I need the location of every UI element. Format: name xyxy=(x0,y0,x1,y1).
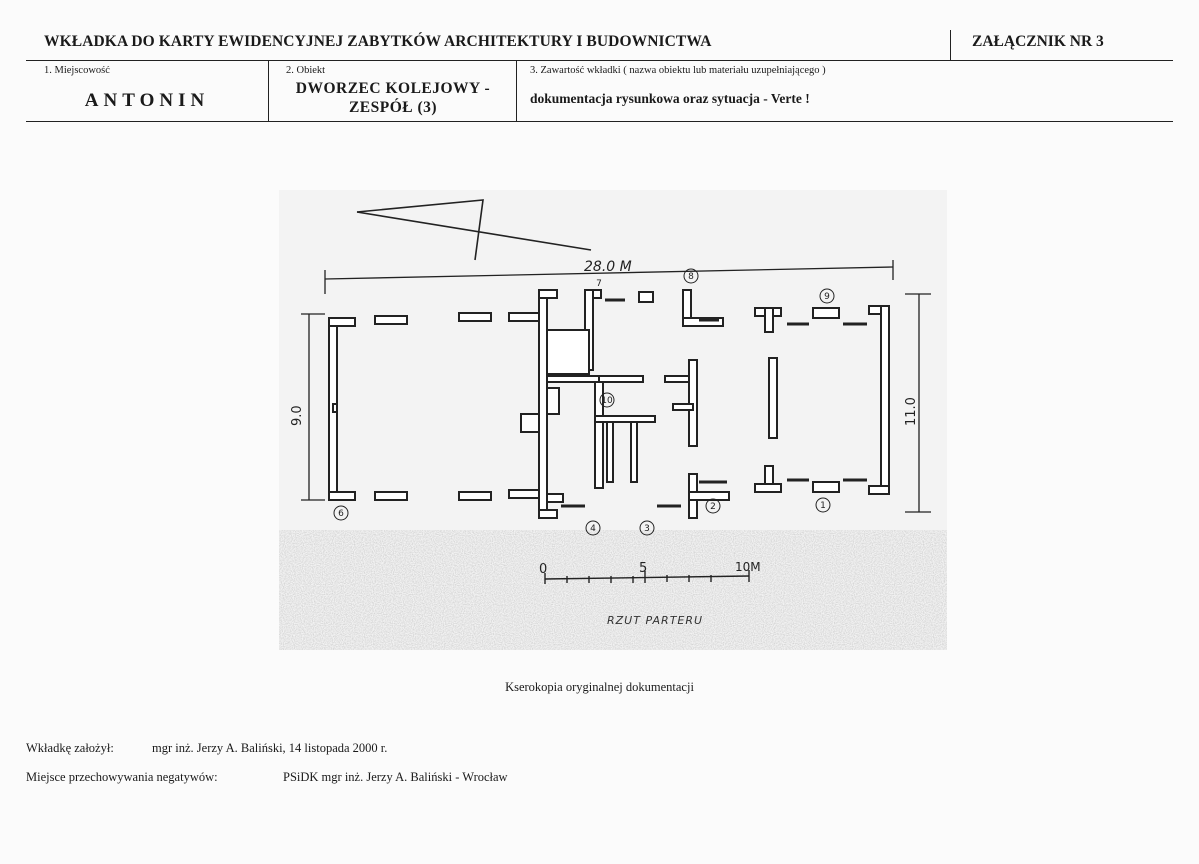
dimension-line-length xyxy=(324,260,894,294)
axis-marker-7: 7 xyxy=(596,279,602,289)
axis-marker-6: 6 xyxy=(338,509,344,519)
axis-marker-4: 4 xyxy=(590,524,596,534)
axis-marker-1: 1 xyxy=(820,501,826,511)
plan-walls xyxy=(328,289,890,519)
dimension-width-right-label: 11.0 xyxy=(904,397,919,426)
object-value: DWORZEC KOLEJOWY - ZESPÓŁ (3) xyxy=(270,79,516,117)
dimension-width-left-label: 9.0 xyxy=(290,405,305,426)
floor-plan-image: 28.0 M 9.0 11.0 xyxy=(279,190,947,650)
content-label: 3. Zawartość wkładki ( nazwa obiektu lub… xyxy=(530,65,826,76)
author-label: Wkładkę założył: xyxy=(26,741,114,755)
object-label: 2. Obiekt xyxy=(286,65,326,76)
fields-rule xyxy=(26,121,1173,122)
negatives-storage-label: Miejsce przechowywania negatywów: xyxy=(26,770,218,784)
window-marks xyxy=(561,298,867,508)
object-value-line-1: DWORZEC KOLEJOWY - xyxy=(295,80,491,97)
axis-marker-9: 9 xyxy=(824,292,830,302)
plan-caption: Kserokopia oryginalnej dokumentacji xyxy=(505,680,694,694)
locality-label: 1. Miejscowość xyxy=(44,65,110,76)
north-arrow-icon xyxy=(356,199,592,261)
floor-plan-drawing: 28.0 M 9.0 11.0 xyxy=(279,190,947,650)
scale-label-10: 10M xyxy=(735,560,761,574)
dimension-line-width-left xyxy=(301,313,325,501)
axis-marker-2: 2 xyxy=(710,502,716,512)
scale-label-0: 0 xyxy=(539,562,547,577)
field-divider-2 xyxy=(516,61,517,121)
negatives-storage-value: PSiDK mgr inż. Jerzy A. Baliński - Wrocł… xyxy=(283,770,508,784)
form-title: WKŁADKA DO KARTY EWIDENCYJNEJ ZABYTKÓW A… xyxy=(44,33,712,50)
axis-marker-10: 10 xyxy=(601,396,613,406)
scale-bar xyxy=(544,570,750,584)
content-value: dokumentacja rysunkowa oraz sytuacja - V… xyxy=(530,91,810,106)
header-rule xyxy=(26,60,1173,61)
plan-toner-noise xyxy=(279,530,947,650)
dimension-length-label: 28.0 M xyxy=(584,259,632,275)
dimension-line-width-right xyxy=(905,293,931,513)
locality-value: ANTONIN xyxy=(84,90,210,111)
axis-markers xyxy=(333,268,835,536)
axis-marker-3: 3 xyxy=(644,524,650,534)
axis-marker-8: 8 xyxy=(688,272,694,282)
annex-number: ZAŁĄCZNIK NR 3 xyxy=(972,33,1104,50)
field-divider-1 xyxy=(268,61,269,121)
header-divider xyxy=(950,30,951,60)
scale-label-5: 5 xyxy=(639,561,647,576)
object-value-line-2: ZESPÓŁ (3) xyxy=(348,99,438,116)
author-value: mgr inż. Jerzy A. Baliński, 14 listopada… xyxy=(152,741,388,755)
plan-title: RZUT PARTERU xyxy=(607,614,703,627)
